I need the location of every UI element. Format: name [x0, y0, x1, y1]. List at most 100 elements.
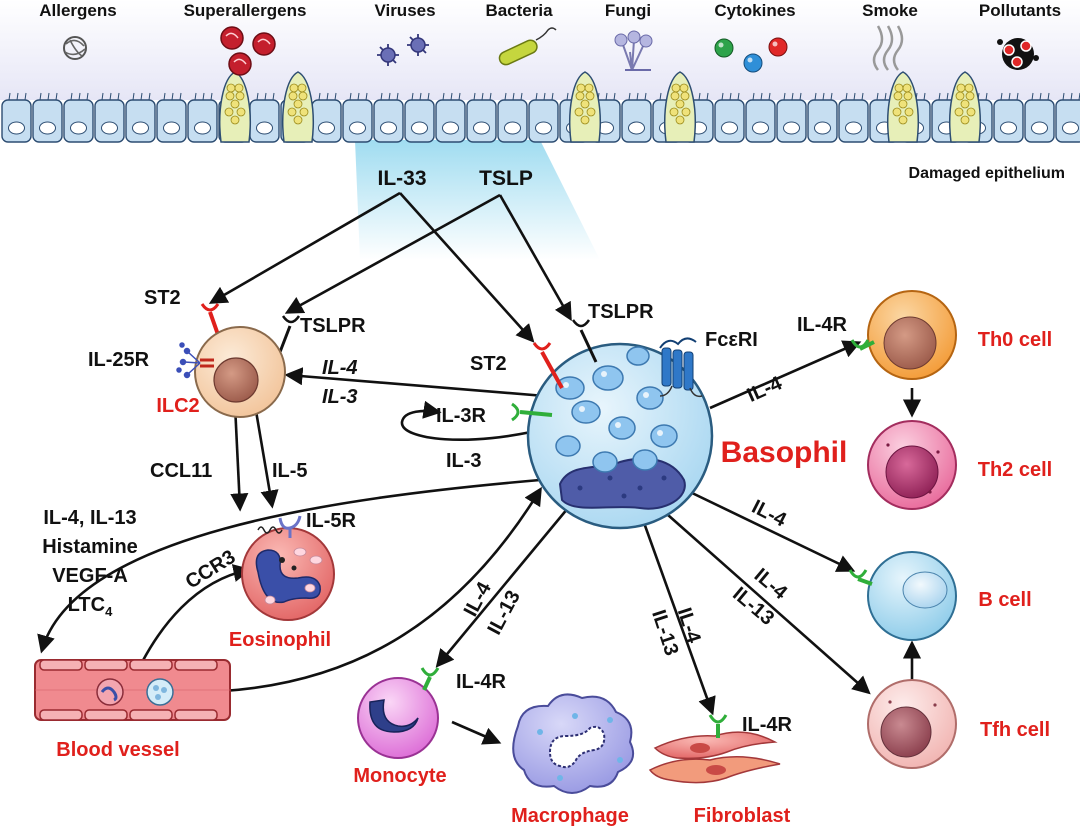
bacteria-icon	[498, 27, 557, 66]
il3-to-ilc2-label: IL-3	[322, 386, 358, 408]
epithelial-cell	[342, 99, 373, 143]
il4r-receptor-fibroblast-icon	[708, 714, 728, 738]
cilium	[822, 92, 825, 101]
mucus-granule	[904, 107, 914, 117]
tslpr-ilc2-label: TSLPR	[300, 315, 366, 337]
cilium	[814, 92, 817, 101]
trigger-label-cytokines: Cytokines	[714, 1, 795, 20]
cilium	[737, 92, 740, 101]
eosinophil-cell	[241, 515, 335, 621]
epithelial-cell	[1, 99, 32, 143]
cilium	[729, 92, 732, 101]
mucus-granule	[966, 107, 976, 117]
il4r-monocyte-label: IL-4R	[456, 671, 507, 693]
cilium	[644, 92, 647, 101]
mediator-il4-il13: IL-4, IL-13	[43, 507, 136, 529]
arrow-blood-to-basophil	[179, 486, 542, 694]
tslpr-receptor-ilc2-icon	[278, 315, 301, 353]
allergen-icon	[63, 36, 87, 60]
basophil-cell	[526, 342, 714, 530]
trigger-label-bacteria: Bacteria	[485, 1, 553, 20]
cilium	[783, 92, 786, 101]
basophil-label: Basophil	[721, 436, 848, 469]
epithelial-cell	[404, 99, 435, 143]
cytokine-particles-icon	[714, 37, 788, 73]
arrow-il3-autocrine	[400, 400, 549, 442]
epithelial-nucleus	[8, 121, 25, 135]
epithelial-nucleus	[721, 121, 738, 135]
cilium	[1039, 92, 1042, 101]
cilium	[210, 92, 213, 101]
th2-cell	[867, 420, 957, 510]
epithelial-cell	[311, 99, 342, 143]
pollutant-icon	[997, 38, 1039, 70]
st2-ilc2-label: ST2	[144, 287, 181, 309]
arrow-il33-to-basophil-st2	[399, 192, 535, 343]
epithelial-nucleus	[752, 121, 769, 135]
mucus-granule	[669, 107, 679, 117]
cilium	[473, 92, 476, 101]
epithelial-nucleus	[814, 121, 831, 135]
arrow-basophil-to-fibroblast	[641, 519, 716, 716]
mucus-granule	[956, 83, 966, 93]
mucus-granule	[955, 91, 965, 101]
mucus-granule	[580, 99, 590, 109]
il5r-label: IL-5R	[306, 510, 357, 532]
arrow-basophil-to-bcell	[689, 490, 856, 572]
il3-autocrine-label: IL-3	[446, 450, 482, 472]
cilium	[1000, 92, 1003, 101]
cilium	[117, 92, 120, 101]
b-cell	[848, 551, 957, 641]
epithelial-cell	[187, 99, 218, 143]
mucus-granule	[293, 115, 303, 125]
epithelial-cell	[435, 99, 466, 143]
mucus-granule	[898, 115, 908, 125]
epithelium-layer	[1, 71, 1080, 143]
cilium	[194, 92, 197, 101]
cilium	[946, 92, 949, 101]
epithelial-nucleus	[411, 121, 428, 135]
epithelial-cell	[993, 99, 1024, 143]
epithelium-label: Damaged epithelium	[909, 165, 1065, 182]
cilium	[853, 92, 856, 101]
epithelial-cell	[1024, 99, 1055, 143]
cilium	[47, 92, 50, 101]
ccr3-label: CCR3	[182, 546, 240, 594]
mucus-granule	[575, 91, 585, 101]
fibroblast-cell	[648, 714, 781, 784]
il33-label: IL-33	[377, 167, 426, 190]
il4-to-ilc2-label: IL-4	[322, 357, 358, 379]
mucus-granule	[960, 115, 970, 125]
trigger-label-superallergens: Superallergens	[184, 1, 307, 20]
cilium	[605, 92, 608, 101]
epithelial-cell	[714, 99, 745, 143]
epithelial-nucleus	[845, 121, 862, 135]
tslpr-basophil-label: TSLPR	[588, 301, 654, 323]
cilium	[985, 92, 988, 101]
macrophage-label: Macrophage	[511, 805, 629, 827]
tslp-label: TSLP	[479, 167, 533, 190]
st2-basophil-label: ST2	[470, 353, 507, 375]
mucus-granule	[236, 107, 246, 117]
epithelial-cell	[63, 99, 94, 143]
cilium	[101, 92, 104, 101]
mucus-granule	[670, 91, 680, 101]
mucus-granule	[903, 91, 913, 101]
bcell-label: B cell	[978, 589, 1031, 611]
mucus-granule	[235, 91, 245, 101]
epithelial-cell	[497, 99, 528, 143]
mucus-granule	[675, 115, 685, 125]
mucus-granule	[675, 99, 685, 109]
epithelial-nucleus	[535, 121, 552, 135]
mediator-histamine: Histamine	[42, 536, 138, 558]
mucus-granule	[671, 83, 681, 93]
mucus-granule	[965, 91, 975, 101]
mucus-granule	[297, 83, 307, 93]
th0-label: Th0 cell	[978, 329, 1052, 351]
epithelial-cell	[156, 99, 187, 143]
mucus-granule	[679, 83, 689, 93]
epithelial-cell	[94, 99, 125, 143]
mucus-granule	[902, 83, 912, 93]
cilium	[450, 92, 453, 101]
